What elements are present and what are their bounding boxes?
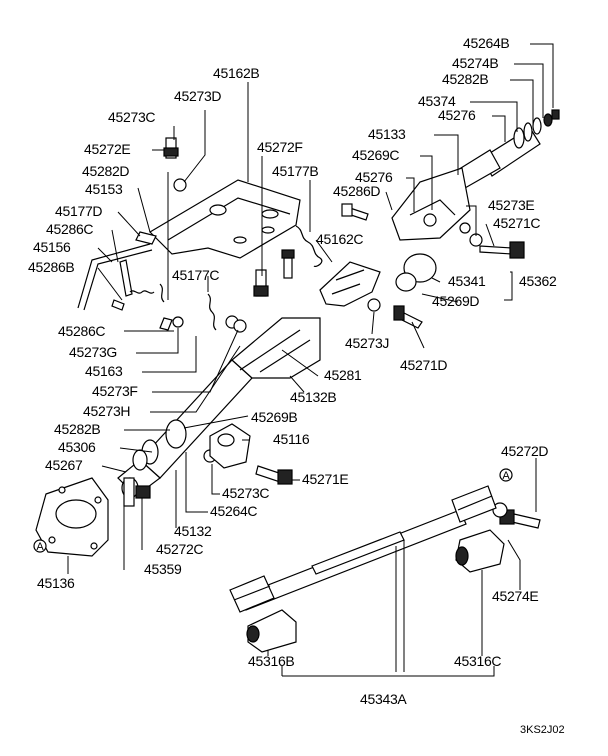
marker-a-right-letter: A xyxy=(502,470,510,482)
part-label: 45362 xyxy=(519,273,557,289)
part-label: 45282B xyxy=(54,421,100,437)
part-label: 45282B xyxy=(442,71,488,87)
part-label: 45116 xyxy=(273,431,310,447)
intermediate-shaft xyxy=(229,485,497,613)
small-bolts xyxy=(163,137,295,297)
part-label: 45264C xyxy=(210,503,257,519)
part-label: 45276 xyxy=(355,169,393,185)
column-upper-bracket xyxy=(391,167,471,241)
part-label: 45177C xyxy=(172,267,219,283)
part-label: 45269B xyxy=(251,409,297,425)
part-label: 45273D xyxy=(174,88,221,104)
column-cover-plate xyxy=(35,477,109,557)
marker-a-left-letter: A xyxy=(36,541,44,553)
part-label: 45156 xyxy=(33,239,71,255)
part-label: 45359 xyxy=(144,561,182,577)
part-label: 45273E xyxy=(488,197,534,213)
part-label: 45162C xyxy=(316,231,363,247)
part-label: 45273C xyxy=(108,109,155,125)
part-label: 45286C xyxy=(46,221,93,237)
part-label: 45282D xyxy=(82,163,129,179)
part-label: 45316B xyxy=(248,653,294,669)
part-label: 45374 xyxy=(418,93,456,109)
tilt-lever-assembly xyxy=(77,231,173,331)
part-label: 45273C xyxy=(222,485,269,501)
part-label: 45272E xyxy=(84,141,130,157)
part-label: 45264B xyxy=(463,35,509,51)
part-label: 45274E xyxy=(492,588,538,604)
tilt-springs xyxy=(159,225,323,331)
part-label: 45343A xyxy=(360,691,407,707)
part-labels: 45264B 45274B 45282B 45374 45276 45133 4… xyxy=(28,35,557,707)
part-label: 45273G xyxy=(69,344,117,360)
shaft-boots xyxy=(246,529,505,653)
leader-lines xyxy=(67,43,554,677)
part-label: 45272F xyxy=(257,139,303,155)
part-label: 45162B xyxy=(213,65,259,81)
part-label: 45272D xyxy=(501,443,548,459)
part-label: 45153 xyxy=(85,181,123,197)
part-label: 45269C xyxy=(352,147,399,163)
part-label: 45132B xyxy=(290,389,336,405)
part-label: 45271C xyxy=(493,215,540,231)
marker-a-right: A xyxy=(499,468,513,482)
part-label: 45132 xyxy=(174,523,212,539)
part-label: 45276 xyxy=(438,107,476,123)
part-label: 45271D xyxy=(400,357,447,373)
part-label: 45281 xyxy=(324,367,362,383)
marker-a-left: A xyxy=(33,539,47,553)
column-bushings xyxy=(395,253,437,292)
column-clamp xyxy=(209,423,251,469)
part-label: 45341 xyxy=(448,273,486,289)
bracket-bolts xyxy=(255,203,541,529)
cover-bolt xyxy=(123,477,151,507)
part-label: 45306 xyxy=(58,439,96,455)
part-label: 45273H xyxy=(83,403,130,419)
part-label: 45177D xyxy=(55,203,102,219)
upper-steering-shaft xyxy=(447,109,560,193)
part-label: 45274B xyxy=(452,55,498,71)
column-support-bracket xyxy=(149,179,301,259)
part-label: 45273J xyxy=(345,335,389,351)
part-label: 45271E xyxy=(302,471,348,487)
universal-joint-upper xyxy=(319,261,381,307)
part-label: 45316C xyxy=(454,653,501,669)
part-label: 45286B xyxy=(28,259,74,275)
part-label: 45177B xyxy=(272,163,318,179)
part-label: 45136 xyxy=(37,575,75,591)
part-label: 45267 xyxy=(45,457,83,473)
part-label: 45133 xyxy=(368,126,406,142)
part-label: 45273F xyxy=(92,383,138,399)
part-label: 45286C xyxy=(58,323,105,339)
diagram-code: 3KS2J02 xyxy=(520,724,565,736)
part-label: 45272C xyxy=(156,541,203,557)
part-label: 45163 xyxy=(85,363,123,379)
column-rings xyxy=(132,419,187,471)
part-label: 45286D xyxy=(333,183,380,199)
part-label: 45269D xyxy=(432,293,479,309)
